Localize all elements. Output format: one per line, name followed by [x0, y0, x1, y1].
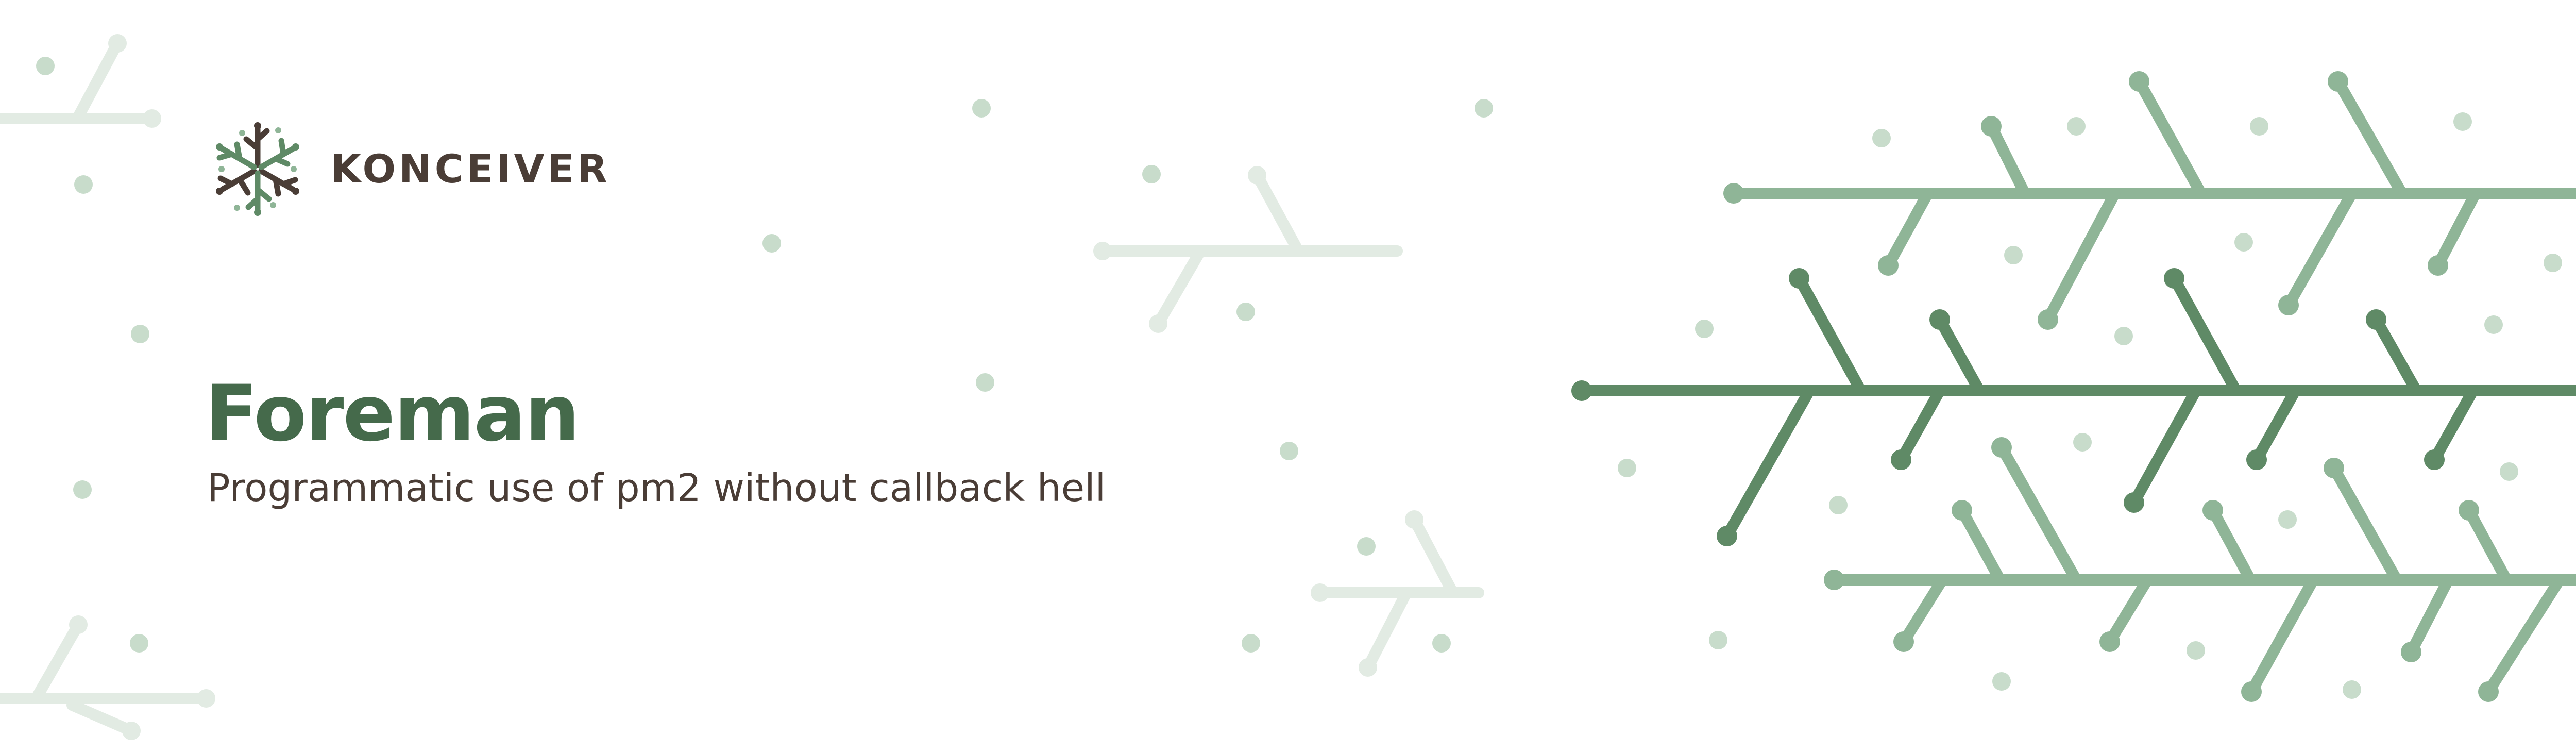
scattered-dots	[36, 57, 2562, 699]
page-subtitle: Programmatic use of pm2 without callback…	[207, 466, 1106, 510]
branch-row-bottom	[1824, 437, 2576, 702]
branch-row-top	[1723, 71, 2576, 330]
snowflake-leaf-icon	[216, 122, 299, 216]
faint-branches	[0, 34, 1484, 740]
page-title: Foreman	[205, 369, 580, 459]
brand-name: KONCEIVER	[331, 146, 611, 192]
branch-row-middle	[1571, 268, 2576, 546]
brand-logo[interactable]: KONCEIVER	[206, 118, 611, 221]
